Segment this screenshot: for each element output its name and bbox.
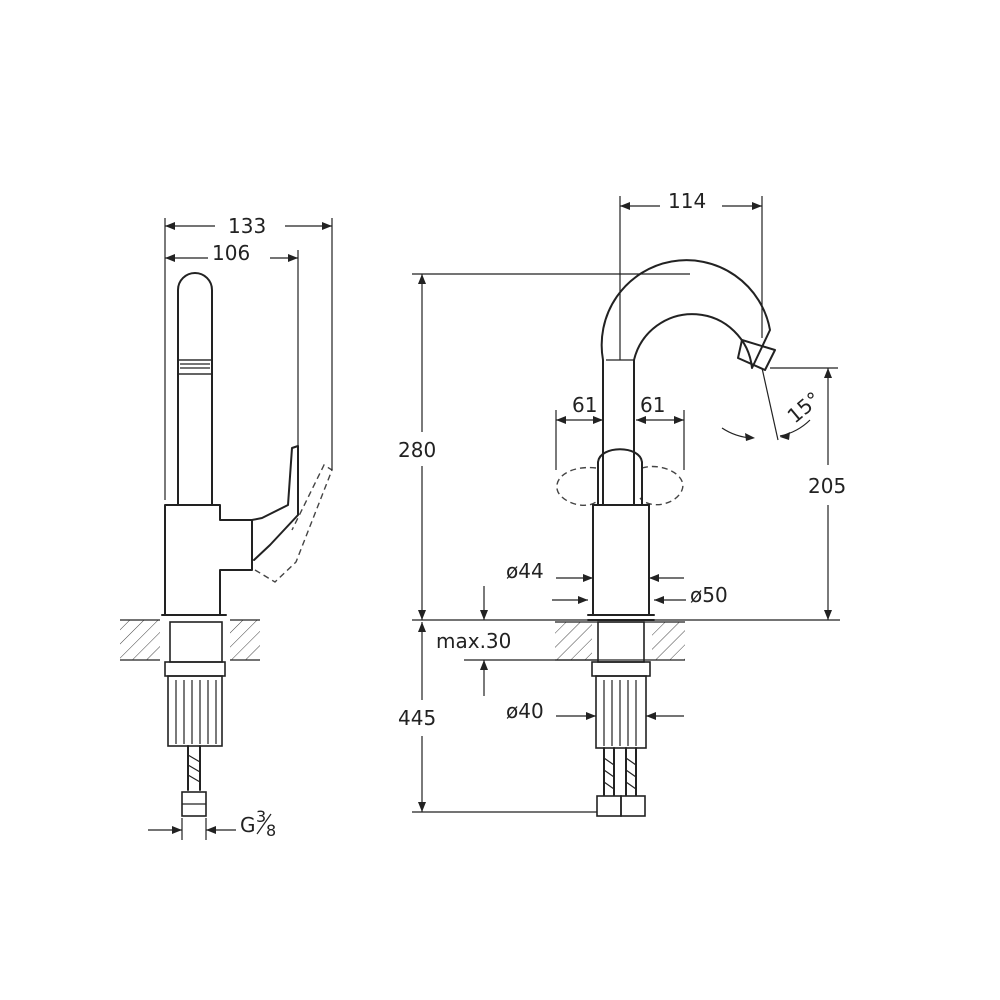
side-lever bbox=[251, 445, 299, 561]
dim-106: 106 bbox=[212, 241, 250, 265]
dim-61-left: 61 bbox=[572, 393, 597, 417]
thread-label: G bbox=[240, 813, 256, 837]
side-lever-alt bbox=[254, 463, 333, 583]
dim-445: 445 bbox=[398, 706, 436, 730]
front-view: 114 280 205 15° 61 61 bbox=[398, 189, 846, 817]
dim-angle: 15° bbox=[783, 387, 826, 428]
dim-205: 205 bbox=[808, 474, 846, 498]
thread-den: 8 bbox=[266, 821, 276, 840]
dim-dia-44: ø44 bbox=[506, 559, 544, 583]
thread-num: 3 bbox=[256, 807, 266, 826]
dim-280: 280 bbox=[398, 438, 436, 462]
dim-dia-40: ø40 bbox=[506, 699, 544, 723]
side-hose bbox=[187, 745, 201, 791]
dim-dia-50: ø50 bbox=[690, 583, 728, 607]
side-threaded-shank bbox=[167, 675, 223, 747]
dim-114: 114 bbox=[668, 189, 706, 213]
front-spout bbox=[600, 259, 771, 506]
front-hoses bbox=[603, 747, 637, 796]
front-hose-nut-left bbox=[596, 795, 622, 817]
front-threaded-shank bbox=[595, 675, 647, 749]
side-spout bbox=[177, 272, 213, 506]
dim-max-30: max.30 bbox=[436, 629, 511, 653]
front-hose-nut-right bbox=[620, 795, 646, 817]
front-handle-outline bbox=[556, 465, 684, 506]
dim-61-right: 61 bbox=[640, 393, 665, 417]
front-body bbox=[592, 504, 650, 616]
side-view: 133 106 G 3 8 bbox=[120, 214, 333, 840]
aerator bbox=[177, 359, 213, 375]
dim-133: 133 bbox=[228, 214, 266, 238]
side-body bbox=[164, 504, 253, 616]
